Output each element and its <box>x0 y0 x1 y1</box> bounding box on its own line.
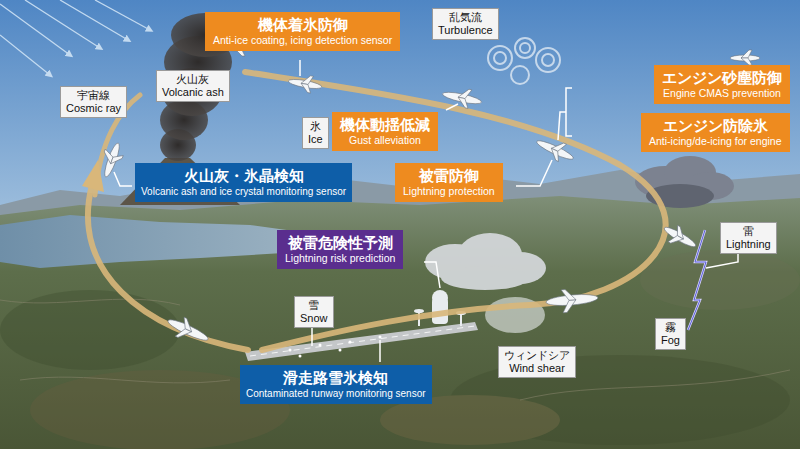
label-en: Cosmic ray <box>66 102 121 115</box>
label-ja: 雷 <box>726 225 771 238</box>
label-ja: 火山灰 <box>162 73 224 86</box>
feature-box: 火山灰・氷晶検知Volcanic ash and ice crystal mon… <box>135 163 352 202</box>
label-ja: 雪 <box>300 299 328 312</box>
label-en: Wind shear <box>504 362 570 375</box>
label-en: Turbulence <box>438 24 493 37</box>
feature-box: 機体着氷防御Anti-ice coating, icing detection … <box>205 12 400 51</box>
label-ja: 被雷防御 <box>403 167 495 185</box>
label-en: Anti-icing/de-icing for engine <box>649 135 782 148</box>
label-ja: ウィンドシア <box>504 349 570 362</box>
label-en: Ice <box>308 133 323 146</box>
feature-box: 機体動揺低減Gust alleviation <box>332 112 438 151</box>
feature-box: エンジン砂塵防御Engine CMAS prevention <box>654 65 790 104</box>
label-en: Lightning protection <box>403 185 495 198</box>
hazard-label: 火山灰Volcanic ash <box>156 70 230 102</box>
label-ja: エンジン防除氷 <box>649 117 782 135</box>
label-en: Lightning risk prediction <box>285 252 395 265</box>
hazard-label: 乱気流Turbulence <box>432 8 499 40</box>
label-ja: 機体着氷防御 <box>213 16 392 34</box>
label-en: Snow <box>300 312 328 325</box>
label-en: Anti-ice coating, icing detection sensor <box>213 34 392 47</box>
hazard-label: 雪Snow <box>294 296 334 328</box>
hazard-label: 雷Lightning <box>720 222 777 254</box>
label-en: Volcanic ash <box>162 86 224 99</box>
label-ja: エンジン砂塵防御 <box>662 69 782 87</box>
label-en: Fog <box>661 334 680 347</box>
label-ja: 氷 <box>308 120 323 133</box>
label-en: Engine CMAS prevention <box>662 87 782 100</box>
label-ja: 機体動揺低減 <box>340 116 430 134</box>
label-ja: 霧 <box>661 321 680 334</box>
hazard-label: 氷Ice <box>302 117 329 149</box>
feature-box: 被雷危険性予測Lightning risk prediction <box>277 230 403 269</box>
label-en: Lightning <box>726 238 771 251</box>
label-ja: 宇宙線 <box>66 89 121 102</box>
hazard-label: 霧Fog <box>655 318 686 350</box>
label-ja: 火山灰・氷晶検知 <box>141 167 346 185</box>
hazard-label: ウィンドシアWind shear <box>498 346 576 378</box>
label-en: Contaminated runway monitoring sensor <box>246 387 426 400</box>
feature-box: 滑走路雪氷検知Contaminated runway monitoring se… <box>240 365 432 404</box>
feature-box: エンジン防除氷Anti-icing/de-icing for engine <box>641 113 790 152</box>
label-ja: 乱気流 <box>438 11 493 24</box>
label-en: Volcanic ash and ice crystal monitoring … <box>141 185 346 198</box>
label-ja: 滑走路雪氷検知 <box>246 369 426 387</box>
label-en: Gust alleviation <box>340 134 430 147</box>
feature-box: 被雷防御Lightning protection <box>395 163 503 202</box>
hazard-label: 宇宙線Cosmic ray <box>60 86 127 118</box>
label-ja: 被雷危険性予測 <box>285 234 395 252</box>
